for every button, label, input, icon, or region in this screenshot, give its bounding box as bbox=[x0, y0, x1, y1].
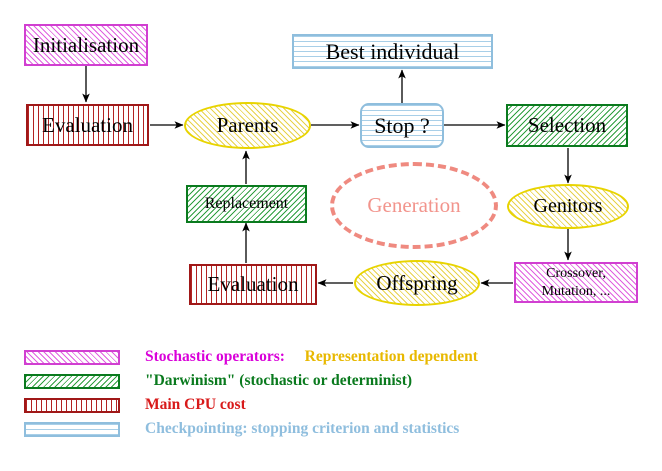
node-evaluation-top-label: Evaluation bbox=[42, 112, 133, 137]
legend-label-stochastic-operators: Stochastic operators: bbox=[145, 348, 285, 365]
legend-row-checkpointing: Checkpointing: stopping criterion and st… bbox=[24, 418, 459, 440]
node-selection[interactable]: Selection bbox=[506, 104, 628, 147]
node-crossover-label-line2: Mutation, ... bbox=[541, 283, 611, 299]
node-best-individual-label: Best individual bbox=[325, 38, 460, 64]
legend-swatch-green-diagonal-hatch bbox=[24, 373, 120, 389]
legend-swatch-red-vertical-hatch bbox=[24, 397, 120, 413]
legend-label-checkpointing: Checkpointing: stopping criterion and st… bbox=[145, 420, 460, 437]
node-initialisation[interactable]: Initialisation bbox=[24, 24, 148, 66]
node-generation-label: Generation bbox=[367, 193, 461, 217]
legend-row-cpu-cost: Main CPU cost bbox=[24, 394, 246, 416]
node-genitors-label: Genitors bbox=[533, 194, 603, 217]
node-replacement[interactable]: Replacement bbox=[186, 185, 307, 223]
node-stop[interactable]: Stop ? bbox=[360, 103, 444, 148]
legend-label-main-cpu-cost: Main CPU cost bbox=[145, 396, 246, 413]
node-initialisation-label: Initialisation bbox=[32, 32, 140, 57]
node-generation-group: Generation bbox=[330, 162, 498, 249]
node-best-individual[interactable]: Best individual bbox=[292, 34, 493, 69]
node-offspring[interactable]: Offspring bbox=[354, 260, 480, 306]
legend-row-darwinism: "Darwinism" (stochastic or determinist) bbox=[24, 370, 412, 392]
node-replacement-label: Replacement bbox=[204, 195, 289, 213]
node-crossover-label-line1: Crossover, bbox=[546, 266, 606, 281]
node-crossover-mutation[interactable]: Crossover, Mutation, ... bbox=[514, 262, 638, 303]
node-evaluation-bottom[interactable]: Evaluation bbox=[189, 264, 317, 305]
legend-swatch-blue-horizontal-hatch bbox=[24, 421, 120, 437]
node-parents[interactable]: Parents bbox=[184, 102, 311, 149]
node-evaluation-bottom-label: Evaluation bbox=[207, 272, 299, 297]
node-parents-label: Parents bbox=[216, 113, 279, 138]
node-evaluation-top[interactable]: Evaluation bbox=[26, 104, 149, 146]
node-offspring-label: Offspring bbox=[376, 270, 458, 295]
node-genitors[interactable]: Genitors bbox=[507, 184, 629, 229]
node-stop-label: Stop ? bbox=[374, 112, 430, 138]
legend-row-stochastic: Stochastic operators: Representation dep… bbox=[24, 346, 478, 368]
legend-swatch-magenta-diagonal-hatch bbox=[24, 349, 120, 365]
legend-label-representation-dependent: Representation dependent bbox=[304, 348, 478, 365]
legend-label-darwinism: "Darwinism" (stochastic or determinist) bbox=[145, 372, 413, 389]
node-selection-label: Selection bbox=[527, 113, 607, 138]
